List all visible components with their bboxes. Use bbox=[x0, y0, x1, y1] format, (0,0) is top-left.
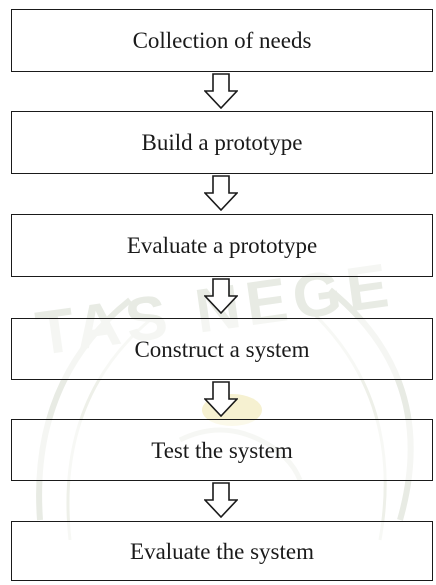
step-box-construct-a-system: Construct a system bbox=[11, 318, 433, 380]
step-label: Evaluate the system bbox=[130, 538, 314, 564]
step-box-evaluate-the-system: Evaluate the system bbox=[11, 521, 433, 581]
down-arrow-icon bbox=[204, 278, 238, 314]
step-label: Evaluate a prototype bbox=[126, 233, 318, 258]
down-arrow-icon bbox=[204, 175, 238, 211]
step-box-evaluate-a-prototype: Evaluate a prototype bbox=[11, 214, 433, 277]
step-box-test-the-system: Test the system bbox=[11, 419, 433, 481]
step-label: Test the system bbox=[151, 437, 293, 463]
step-label: Construct a system bbox=[134, 336, 310, 362]
step-label: Build a prototype bbox=[141, 130, 303, 155]
down-arrow-icon bbox=[204, 73, 238, 109]
down-arrow-icon bbox=[204, 381, 238, 417]
step-label: Collection of needs bbox=[132, 28, 312, 53]
step-box-collection-of-needs: Collection of needs bbox=[11, 9, 433, 72]
down-arrow-icon bbox=[204, 482, 238, 518]
step-box-build-a-prototype: Build a prototype bbox=[11, 111, 433, 174]
